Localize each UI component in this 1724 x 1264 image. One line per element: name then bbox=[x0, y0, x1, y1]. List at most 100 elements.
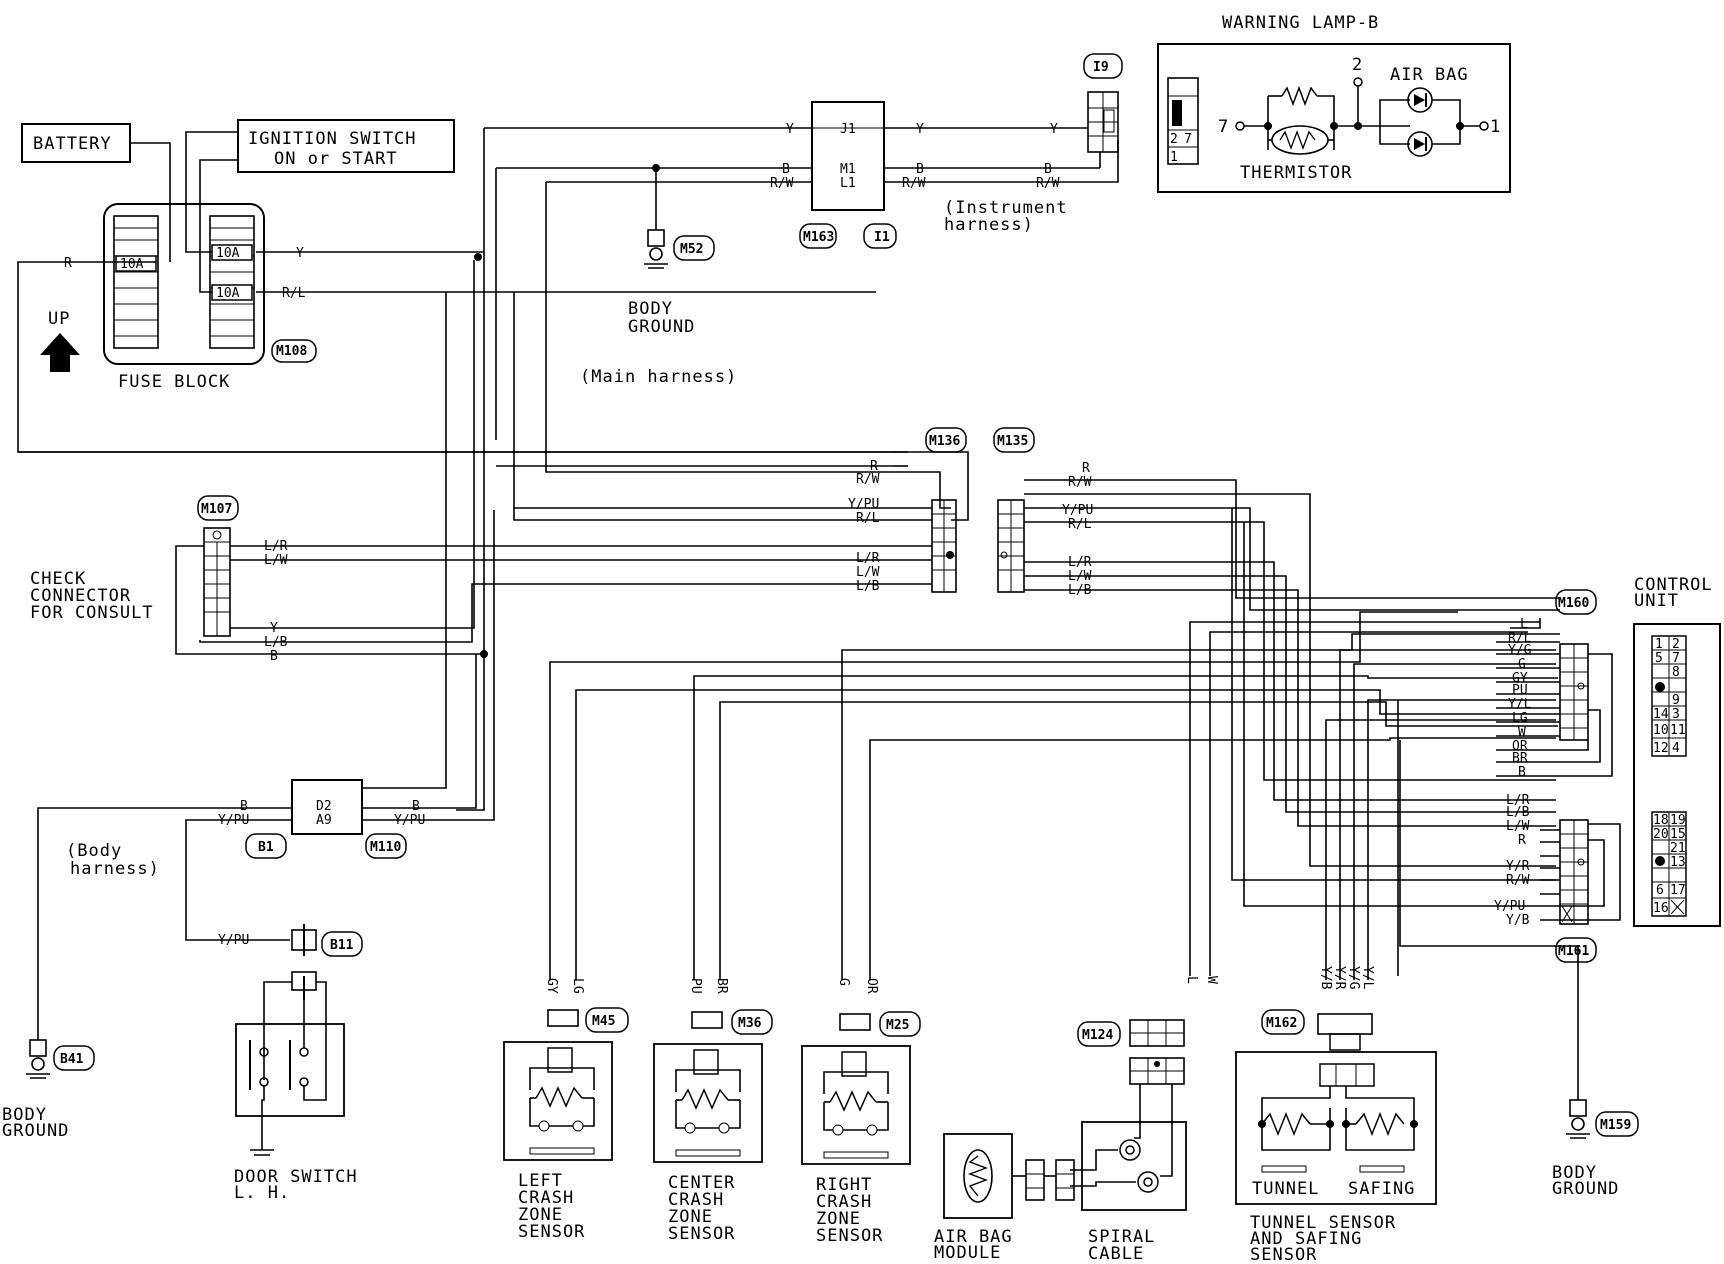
svg-text:OR: OR bbox=[864, 978, 879, 994]
svg-text:L1: L1 bbox=[840, 176, 856, 191]
wire-label-rw-l1out: R/W bbox=[902, 176, 926, 191]
svg-text:THERMISTOR: THERMISTOR bbox=[1240, 163, 1352, 183]
svg-text:IGNITION SWITCH: IGNITION SWITCH bbox=[248, 129, 417, 149]
svg-text:Y/L: Y/L bbox=[1360, 966, 1375, 990]
svg-text:L/B: L/B bbox=[264, 635, 288, 650]
svg-text:M110: M110 bbox=[370, 840, 401, 855]
svg-text:BATTERY: BATTERY bbox=[33, 134, 112, 154]
svg-text:21: 21 bbox=[1670, 841, 1686, 856]
svg-text:L/B: L/B bbox=[856, 579, 880, 594]
svg-text:5: 5 bbox=[1655, 651, 1663, 666]
left-crash-zone-sensor: GY LG M45 LEFT CRASH ZONE SENSOR bbox=[503, 978, 629, 1242]
svg-text:M124: M124 bbox=[1082, 1028, 1113, 1043]
svg-text:LG: LG bbox=[1512, 711, 1528, 726]
svg-text:10A: 10A bbox=[216, 246, 240, 261]
svg-text:Y/B: Y/B bbox=[1506, 913, 1530, 928]
svg-text:G: G bbox=[836, 978, 851, 986]
wire-label-b-m1in: B bbox=[782, 162, 790, 177]
svg-text:CONNECTOR: CONNECTOR bbox=[30, 586, 131, 606]
svg-text:CABLE: CABLE bbox=[1088, 1244, 1144, 1264]
svg-text:13: 13 bbox=[1670, 855, 1686, 870]
wire-label-y-fuse: Y bbox=[296, 246, 304, 261]
svg-text:19: 19 bbox=[1670, 813, 1686, 828]
svg-text:ZONE: ZONE bbox=[816, 1209, 861, 1229]
svg-text:L. H.: L. H. bbox=[234, 1183, 290, 1203]
svg-text:AND SAFING: AND SAFING bbox=[1250, 1229, 1362, 1249]
control-unit: CONTROL UNIT 1 2 5 7 8 9 14 3 10 11 12 4… bbox=[1633, 575, 1721, 927]
svg-text:SPIRAL: SPIRAL bbox=[1088, 1227, 1155, 1247]
svg-text:15: 15 bbox=[1670, 827, 1686, 842]
svg-text:L/W: L/W bbox=[264, 553, 288, 568]
svg-text:AIR BAG: AIR BAG bbox=[1390, 65, 1469, 85]
svg-text:TUNNEL: TUNNEL bbox=[1252, 1179, 1319, 1199]
svg-text:R/W: R/W bbox=[1506, 873, 1530, 888]
svg-text:CHECK: CHECK bbox=[30, 569, 86, 589]
svg-text:M136: M136 bbox=[929, 434, 960, 449]
up-arrow-icon: UP bbox=[40, 309, 80, 372]
svg-text:R/L: R/L bbox=[1068, 517, 1092, 532]
svg-text:FOR CONSULT: FOR CONSULT bbox=[30, 603, 154, 623]
warning-lamp: WARNING LAMP-B 2 7 1 7 2 bbox=[1157, 13, 1511, 193]
connector-m161: M161 bbox=[1555, 819, 1597, 963]
tunnel-safing-sensor: Y/B Y/R Y/G Y/L M162 TUNNEL SAFING TUNNE… bbox=[1235, 966, 1437, 1264]
svg-text:ZONE: ZONE bbox=[668, 1207, 713, 1227]
svg-text:R/L: R/L bbox=[856, 511, 880, 526]
svg-text:L: L bbox=[1184, 976, 1199, 984]
wire-label-b-m1out: B bbox=[916, 162, 924, 177]
svg-text:B41: B41 bbox=[60, 1052, 84, 1067]
svg-text:CRASH: CRASH bbox=[518, 1188, 574, 1208]
svg-text:11: 11 bbox=[1670, 723, 1686, 738]
connector-m108: M108 bbox=[276, 344, 307, 359]
wire-label-y-j1in: Y bbox=[786, 122, 794, 137]
svg-text:WARNING LAMP-B: WARNING LAMP-B bbox=[1222, 13, 1379, 33]
svg-text:harness): harness) bbox=[70, 859, 160, 879]
svg-text:GY: GY bbox=[544, 978, 559, 994]
svg-text:M161: M161 bbox=[1558, 944, 1589, 959]
air-bag-module: AIR BAG MODULE bbox=[934, 1133, 1075, 1263]
svg-text:Y/R: Y/R bbox=[1506, 859, 1530, 874]
svg-text:BR: BR bbox=[714, 978, 729, 994]
wire-label-r-fuse: R bbox=[64, 256, 72, 271]
svg-text:R/W: R/W bbox=[856, 472, 880, 487]
svg-text:L/W: L/W bbox=[1068, 569, 1092, 584]
svg-text:M107: M107 bbox=[201, 502, 232, 517]
svg-text:LG: LG bbox=[570, 978, 585, 994]
joint-connector-d2: D2 A9 B1 M110 bbox=[245, 779, 407, 859]
svg-text:BR: BR bbox=[1512, 751, 1528, 766]
svg-text:D2: D2 bbox=[316, 799, 332, 814]
svg-text:GROUND: GROUND bbox=[1552, 1179, 1619, 1199]
right-crash-zone-sensor: G OR M25 RIGHT CRASH ZONE SENSOR bbox=[801, 978, 921, 1246]
svg-text:1: 1 bbox=[1170, 150, 1178, 165]
svg-text:M52: M52 bbox=[680, 242, 703, 257]
svg-text:I1: I1 bbox=[874, 230, 890, 245]
svg-text:10A: 10A bbox=[120, 257, 144, 272]
wire-label-y-i9: Y bbox=[1050, 122, 1058, 137]
svg-text:SENSOR: SENSOR bbox=[1250, 1245, 1317, 1264]
svg-text:10A: 10A bbox=[216, 286, 240, 301]
svg-text:B: B bbox=[1518, 765, 1526, 780]
svg-text:J1: J1 bbox=[840, 122, 856, 137]
svg-text:UNIT: UNIT bbox=[1634, 591, 1679, 611]
joint-connector-j1: J1 M1 L1 bbox=[811, 101, 885, 211]
connector-m136: M136 bbox=[925, 427, 967, 593]
svg-text:L/R: L/R bbox=[264, 539, 288, 554]
svg-text:ZONE: ZONE bbox=[518, 1205, 563, 1225]
svg-text:L/R: L/R bbox=[1506, 793, 1530, 808]
spiral-cable: L W M124 SPIRAL CABLE bbox=[1070, 976, 1219, 1264]
check-connector: M107 CHECK CONNECTOR FOR CONSULT bbox=[30, 260, 488, 658]
svg-text:FUSE BLOCK: FUSE BLOCK bbox=[118, 372, 230, 392]
svg-text:L/W: L/W bbox=[1506, 819, 1530, 834]
svg-text:2: 2 bbox=[1352, 55, 1363, 75]
svg-text:7: 7 bbox=[1672, 651, 1680, 666]
svg-text:16: 16 bbox=[1653, 901, 1669, 916]
svg-text:Y/R: Y/R bbox=[1332, 966, 1347, 990]
svg-text:Y/L: Y/L bbox=[1508, 697, 1532, 712]
svg-text:SENSOR: SENSOR bbox=[518, 1222, 585, 1242]
svg-text:RIGHT: RIGHT bbox=[816, 1175, 872, 1195]
svg-text:CONTROL: CONTROL bbox=[1634, 575, 1713, 595]
svg-text:3: 3 bbox=[1672, 707, 1680, 722]
svg-text:L/B: L/B bbox=[1068, 583, 1092, 598]
svg-text:R: R bbox=[870, 459, 878, 474]
svg-text:CRASH: CRASH bbox=[816, 1192, 872, 1212]
